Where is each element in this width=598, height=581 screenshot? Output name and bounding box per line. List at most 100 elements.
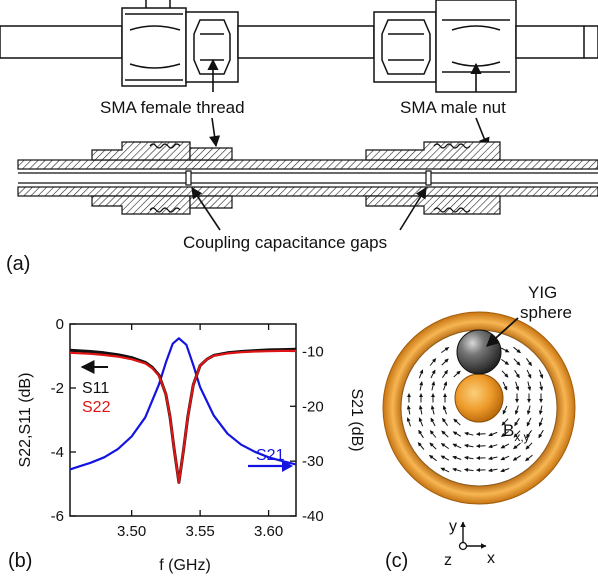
- yig-label-line2: sphere: [520, 303, 572, 322]
- field-arrow: [429, 430, 437, 438]
- field-arrow: [512, 455, 522, 461]
- field-arrow: [513, 430, 521, 438]
- magnetic-field-arrows: [406, 346, 544, 473]
- y2-tick-label: -20: [302, 398, 324, 415]
- field-arrow: [406, 417, 411, 427]
- female-thread-label: SMA female thread: [100, 98, 245, 117]
- field-arrow: [452, 443, 462, 449]
- field-arrow: [430, 417, 436, 427]
- field-arrow: [453, 418, 461, 426]
- coupling-gaps-label: Coupling capacitance gaps: [183, 233, 387, 252]
- field-arrow: [440, 467, 450, 473]
- coordinate-axes: y z x: [444, 518, 495, 569]
- connector-photo-drawing: [0, 0, 598, 93]
- axis-z-label: z: [444, 552, 452, 569]
- field-arrow: [538, 405, 543, 415]
- field-arrow: [488, 456, 498, 461]
- field-arrow: [406, 405, 411, 415]
- field-label: Bx,y: [503, 421, 530, 444]
- field-arrow: [443, 381, 448, 391]
- field-arrow: [441, 346, 450, 354]
- series-line-s22: [69, 349, 296, 484]
- field-arrow: [525, 442, 533, 450]
- male-nut-label: SMA male nut: [400, 98, 506, 117]
- x-tick-label: 3.55: [186, 523, 215, 540]
- field-arrow: [514, 369, 520, 379]
- field-label-main: B: [503, 421, 514, 440]
- field-arrow: [464, 431, 474, 436]
- y-tick-label: 0: [56, 316, 64, 333]
- field-arrow: [527, 381, 532, 391]
- y2-tick-label: -40: [302, 508, 324, 525]
- x-axis-title: f (GHz): [159, 557, 211, 574]
- y-tick-label: -2: [51, 380, 64, 397]
- field-arrow: [525, 430, 533, 439]
- field-arrow: [515, 381, 520, 391]
- s21-arrow-head: [282, 460, 293, 472]
- field-arrow: [502, 405, 508, 415]
- field-arrow: [429, 442, 437, 450]
- field-arrow: [514, 405, 519, 415]
- field-arrow: [514, 417, 520, 427]
- field-arrow: [538, 417, 544, 427]
- field-arrow: [500, 468, 510, 473]
- field-arrow: [526, 417, 532, 427]
- field-arrow: [452, 455, 462, 460]
- series-line-s21: [69, 337, 297, 471]
- s22-label: S22: [82, 399, 111, 416]
- y2-tick-label: -30: [302, 453, 324, 470]
- yig-cavity-diagram: YIG sphere Bx,y: [382, 283, 576, 505]
- field-arrow: [453, 370, 461, 378]
- field-arrow: [488, 444, 498, 449]
- yig-pointer-arrow: [486, 317, 519, 347]
- field-arrow: [526, 369, 532, 379]
- field-arrow: [419, 381, 424, 391]
- field-arrow: [538, 429, 544, 439]
- axis-x-label: x: [487, 550, 495, 567]
- field-arrow: [418, 405, 423, 415]
- s11-label: S11: [82, 380, 109, 397]
- field-arrow: [452, 467, 462, 472]
- field-arrow: [464, 443, 474, 448]
- field-label-sub: x,y: [514, 430, 529, 444]
- x-tick-label: 3.60: [254, 523, 283, 540]
- field-arrow: [488, 431, 498, 437]
- panel-b-label: (b): [8, 550, 32, 572]
- field-arrow: [464, 455, 474, 460]
- field-arrow: [513, 442, 521, 450]
- field-arrow: [430, 405, 435, 415]
- panel-c-label: (c): [385, 550, 408, 572]
- field-arrow: [464, 467, 474, 472]
- field-arrow: [440, 455, 450, 461]
- s21-label: S21: [256, 447, 285, 464]
- field-arrow: [429, 358, 437, 366]
- field-arrow: [430, 369, 436, 379]
- field-arrow: [501, 418, 509, 426]
- inner-conductor: [454, 373, 504, 423]
- y-tick-label: -6: [51, 508, 64, 525]
- yig-sphere: [456, 329, 502, 375]
- field-arrow: [418, 417, 424, 427]
- field-arrow: [418, 429, 424, 439]
- axis-y-label: y: [449, 518, 457, 535]
- field-arrow: [488, 468, 498, 473]
- field-arrow: [501, 370, 509, 378]
- field-arrow: [513, 346, 521, 354]
- y-axis-right-title: S21 (dB): [348, 388, 365, 451]
- y2-tick-label: -10: [302, 343, 324, 360]
- field-arrow: [441, 417, 449, 426]
- field-arrow: [525, 358, 533, 367]
- field-arrow: [417, 442, 425, 450]
- field-arrow: [500, 455, 510, 461]
- connector-cross-section: [17, 141, 598, 215]
- field-arrow: [452, 431, 462, 437]
- field-arrow: [501, 430, 509, 438]
- field-arrow: [500, 347, 510, 353]
- field-arrow: [501, 358, 509, 366]
- z-axis-symbol: [458, 541, 468, 551]
- field-arrow: [442, 405, 447, 415]
- field-arrow: [539, 381, 544, 391]
- field-arrow: [513, 358, 521, 366]
